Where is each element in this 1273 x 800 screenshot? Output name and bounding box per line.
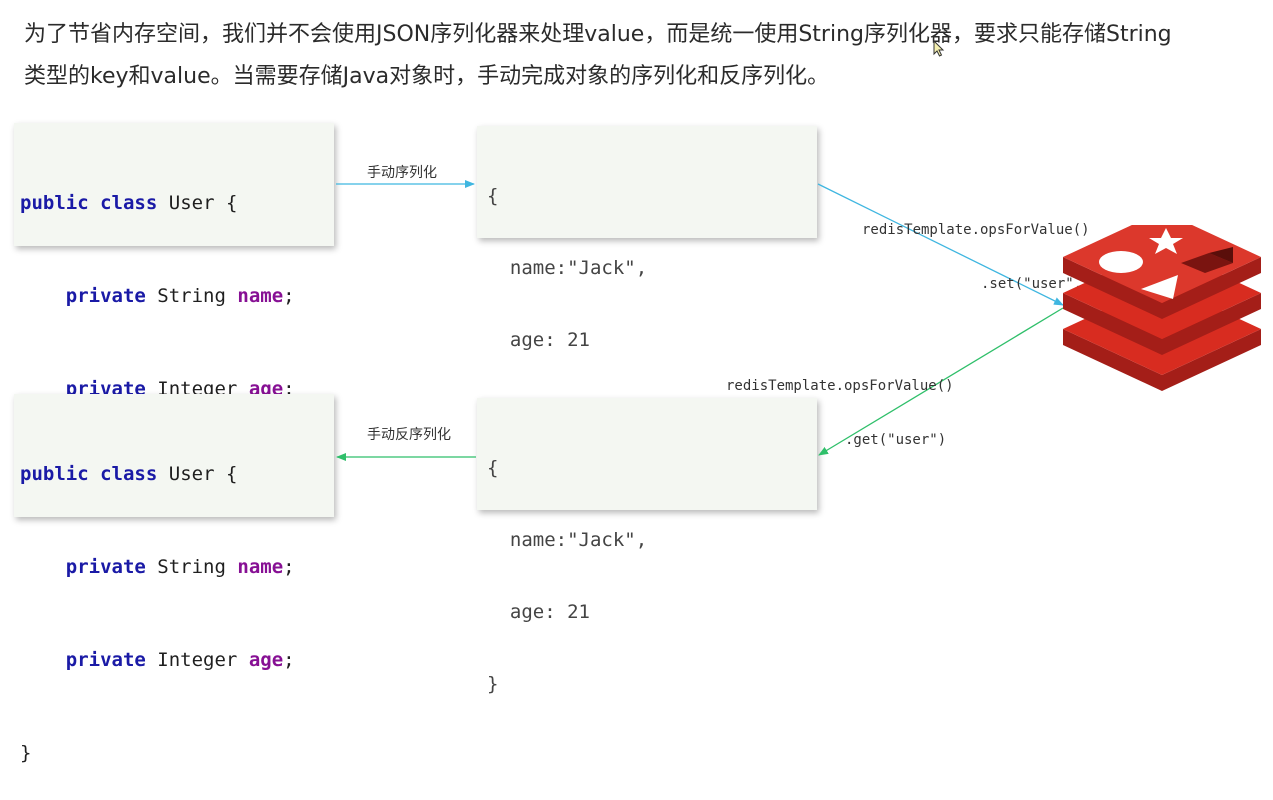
- deserialize-label: 手动反序列化: [367, 427, 451, 443]
- json-open-brace: {: [487, 457, 499, 479]
- brace: }: [20, 742, 32, 764]
- keyword: private: [65, 649, 146, 671]
- type-name: Integer: [157, 649, 238, 671]
- brace: {: [225, 192, 238, 214]
- field-name: age: [248, 649, 284, 671]
- semicolon: ;: [283, 556, 295, 578]
- intro-line-1: 为了节省内存空间，我们并不会使用JSON序列化器来处理value，而是统一使用S…: [24, 22, 1172, 47]
- json-name-line: name:"Jack",: [509, 257, 648, 279]
- semicolon: ;: [283, 378, 295, 400]
- serialize-label: 手动序列化: [367, 165, 437, 181]
- class-name: User: [168, 192, 215, 214]
- keyword: private: [65, 285, 146, 307]
- json-open-brace: {: [487, 185, 499, 207]
- set-command-line-1: redisTemplate.opsForValue(): [862, 222, 1090, 238]
- keyword: private: [65, 556, 146, 578]
- redis-get-command: redisTemplate.opsForValue() .get("user"): [726, 341, 954, 467]
- get-command-line-1: redisTemplate.opsForValue(): [726, 378, 954, 394]
- keyword: public: [20, 192, 89, 214]
- connector-arrows: [336, 180, 1064, 461]
- intro-line-2: 类型的key和value。当需要存储Java对象时，手动完成对象的序列化和反序列…: [24, 64, 830, 89]
- type-name: String: [157, 285, 226, 307]
- set-arrow: [817, 183, 1064, 306]
- json-age-line: age: 21: [509, 601, 590, 623]
- json-age-line: age: 21: [509, 329, 590, 351]
- semicolon: ;: [283, 285, 295, 307]
- keyword: class: [100, 192, 158, 214]
- field-name: name: [237, 285, 284, 307]
- keyword: public: [20, 463, 89, 485]
- get-command-line-2: .get("user"): [845, 432, 947, 448]
- json-close-brace: }: [487, 673, 499, 695]
- semicolon: ;: [283, 649, 295, 671]
- field-name: name: [237, 556, 284, 578]
- class-name: User: [168, 463, 215, 485]
- intro-text: 为了节省内存空间，我们并不会使用JSON序列化器来处理value，而是统一使用S…: [24, 14, 1254, 98]
- redis-logo-icon: [1063, 211, 1261, 399]
- get-arrow: [818, 307, 1064, 456]
- keyword: class: [100, 463, 158, 485]
- type-name: String: [157, 556, 226, 578]
- brace: {: [225, 463, 238, 485]
- mouse-cursor-icon: [933, 39, 945, 62]
- json-box-top: { name:"Jack", age: 21 }: [477, 126, 817, 423]
